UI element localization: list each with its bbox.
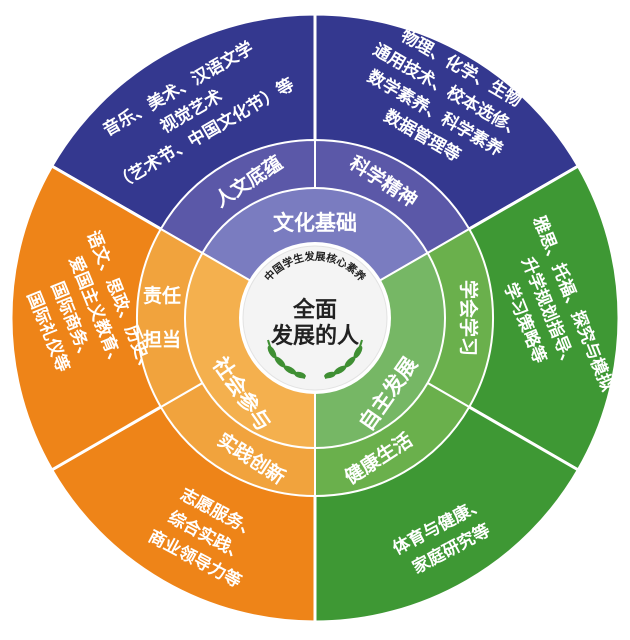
- laurel-icon: [267, 339, 363, 379]
- center-title-line2: 发展的人: [270, 323, 359, 349]
- mid-label-learning: 学会学习: [457, 280, 480, 356]
- center-inner-circle: [242, 245, 388, 391]
- center-title-line1: 全面: [292, 297, 337, 323]
- mid-label-responsibility-line2: 担当: [143, 328, 181, 351]
- inner-label-foundation: 文化基础: [273, 211, 357, 235]
- mid-label-responsibility-line1: 责任: [143, 284, 181, 307]
